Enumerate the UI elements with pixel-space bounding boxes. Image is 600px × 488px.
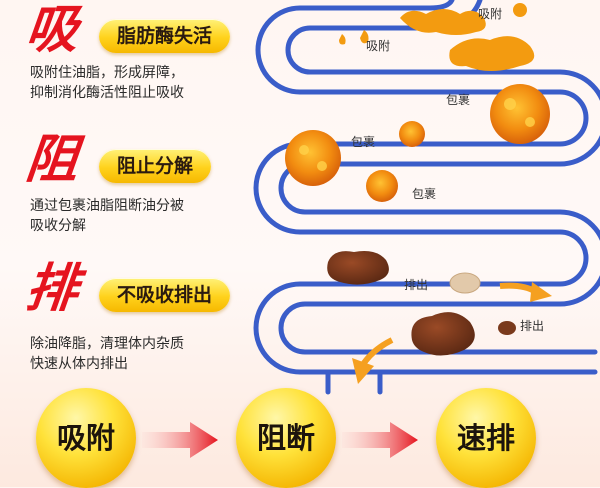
oil-drop xyxy=(513,3,527,17)
section-desc-adsorb-line2: 抑制消化酶活性阻止吸收 xyxy=(30,85,184,101)
stool-lower xyxy=(411,312,475,356)
oil-drip-2 xyxy=(339,34,346,45)
label-wrap-1: 包裹 xyxy=(446,93,471,107)
label-wrap-2: 包裹 xyxy=(351,135,376,149)
section-desc-block-line2: 吸收分解 xyxy=(30,218,86,234)
section-title-expel: 不吸收排出 xyxy=(99,278,231,312)
oil-drip-1 xyxy=(360,30,369,44)
step-adsorb: 吸附 xyxy=(36,388,136,488)
stool-upper xyxy=(327,251,389,285)
intestine-inner-wall xyxy=(253,0,598,375)
step-expel: 速排 xyxy=(436,388,536,488)
flow-arrow-right xyxy=(499,282,538,295)
section-desc-block-line1: 通过包裹油脂阻断油分被 xyxy=(30,198,184,214)
section-desc-expel-line1: 除油降脂，清理体内杂质 xyxy=(30,336,184,352)
label-wrap-3: 包裹 xyxy=(412,187,437,201)
step-block: 阻断 xyxy=(236,388,336,488)
section-title-block: 阻止分解 xyxy=(99,149,212,183)
label-adsorb: 吸附 xyxy=(366,39,391,53)
fat-ball-large-left xyxy=(285,130,341,186)
oil-splash-right xyxy=(449,36,535,71)
step-arrow-2 xyxy=(342,422,418,458)
label-expel-1: 排出 xyxy=(404,278,429,292)
residue-small xyxy=(498,321,516,335)
residue-light xyxy=(449,272,481,294)
section-desc-expel-line2: 快速从体内排出 xyxy=(30,356,128,372)
section-title-adsorb: 脂肪酶失活 xyxy=(99,19,231,53)
label-adsorb-top: 吸附 xyxy=(478,7,503,21)
fat-ball-large-top xyxy=(490,84,550,144)
step-arrow-1 xyxy=(142,422,218,458)
label-expel-2: 排出 xyxy=(520,319,545,333)
section-desc-adsorb-line1: 吸附住油脂，形成屏障， xyxy=(30,65,184,81)
fat-ball-medium xyxy=(366,170,398,202)
fat-ball-small xyxy=(399,121,425,147)
oil-splash-top xyxy=(400,9,486,35)
